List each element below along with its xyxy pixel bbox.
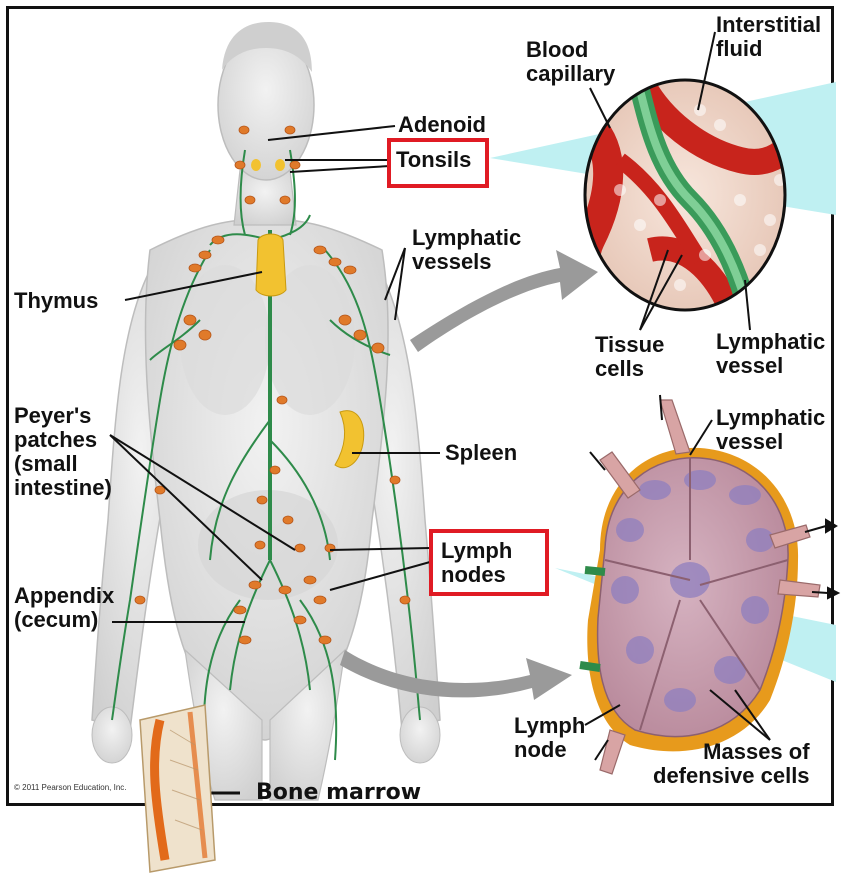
tonsil-right (275, 159, 285, 171)
capillary-detail (585, 32, 800, 330)
copyright-notice: © 2011 Pearson Education, Inc. (14, 783, 126, 792)
tonsil-left (251, 159, 261, 171)
bone-marrow-illustration (140, 705, 215, 872)
label-bone-marrow: Bone marrow (256, 780, 421, 805)
label-appendix: Appendix (cecum) (14, 584, 114, 632)
label-lymphatic-vessel-node: Lymphatic vessel (716, 406, 825, 454)
label-masses-of-defensive-cells: Masses of defensive cells (653, 740, 810, 788)
label-lymphatic-vessel-top: Lymphatic vessel (716, 330, 825, 378)
label-blood-capillary: Blood capillary (526, 38, 615, 86)
thymus-organ (256, 234, 286, 296)
label-tissue-cells: Tissue cells (595, 333, 664, 381)
label-thymus: Thymus (14, 289, 98, 313)
arrow-to-node (340, 650, 572, 700)
label-lymph-nodes: Lymph nodes (441, 539, 512, 587)
label-peyers-patches: Peyer's patches (small intestine) (14, 404, 112, 500)
label-tonsils: Tonsils (396, 148, 471, 172)
label-lymphatic-vessels: Lymphatic vessels (412, 226, 521, 274)
label-lymph-node: Lymph node (514, 714, 585, 762)
label-adenoid: Adenoid (398, 113, 486, 137)
label-spleen: Spleen (445, 441, 517, 465)
label-interstitial-fluid: Interstitial fluid (716, 13, 821, 61)
